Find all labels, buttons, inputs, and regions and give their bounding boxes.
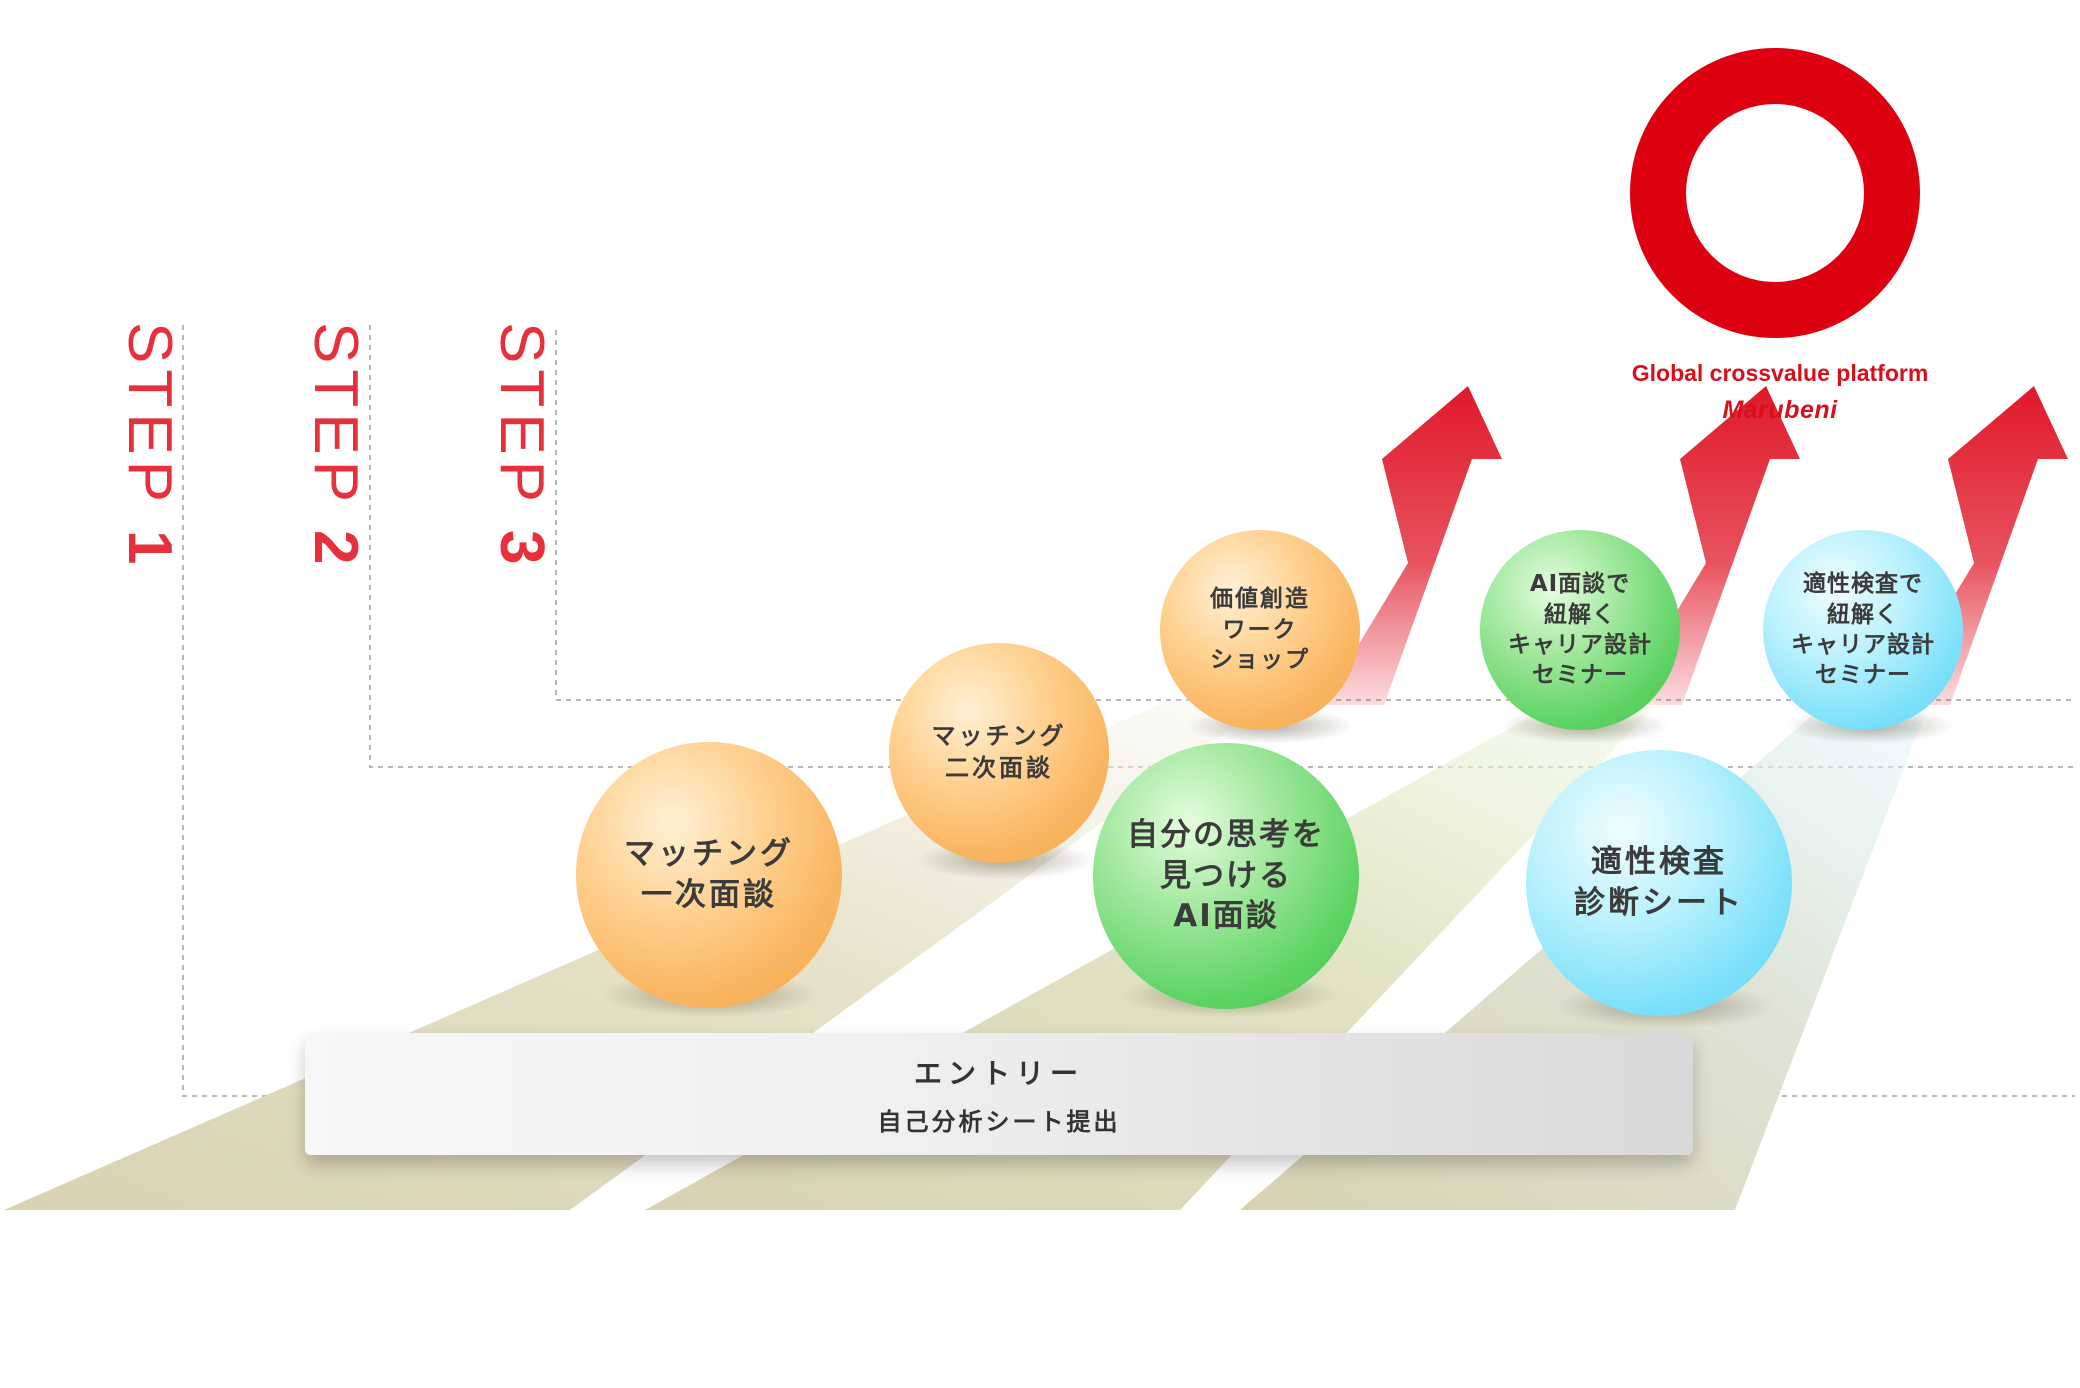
step-1-label: STEP 1 bbox=[115, 322, 184, 571]
step-1-text: STEP bbox=[115, 322, 184, 531]
ball-label: マッチング 二次面談 bbox=[931, 722, 1067, 782]
step-3-number: 3 bbox=[487, 530, 556, 571]
ball-label: 適性検査 診断シート bbox=[1574, 844, 1744, 921]
step-1-number: 1 bbox=[115, 530, 184, 571]
arrow-middle bbox=[1620, 386, 1800, 705]
step-2-label: STEP 2 bbox=[301, 322, 370, 571]
arrow-left bbox=[1322, 386, 1502, 705]
ball-ai-interview: 自分の思考を 見つける AI面談 bbox=[1093, 743, 1359, 1009]
ball-label: マッチング 一次面談 bbox=[624, 836, 794, 913]
entry-bar: エントリー 自己分析シート提出 bbox=[305, 1033, 1693, 1155]
ball-aptitude-career-seminar: 適性検査で 紐解く キャリア設計 セミナー bbox=[1763, 530, 1963, 730]
arrow-right bbox=[1888, 386, 2068, 705]
step-2-number: 2 bbox=[301, 530, 370, 571]
ball-matching-second-interview: マッチング 二次面談 bbox=[889, 643, 1109, 863]
logo-wordmark: Marubeni bbox=[1722, 396, 1838, 424]
ball-value-creation-workshop: 価値創造 ワーク ショップ bbox=[1160, 530, 1360, 730]
ball-aptitude-test: 適性検査 診断シート bbox=[1526, 750, 1792, 1016]
ball-ai-career-seminar: AI面談で 紐解く キャリア設計 セミナー bbox=[1480, 530, 1680, 730]
ball-matching-first-interview: マッチング 一次面談 bbox=[576, 742, 842, 1008]
step2-guide bbox=[369, 325, 2075, 768]
entry-title: エントリー bbox=[913, 1056, 1084, 1090]
logo-ring-icon bbox=[1630, 48, 1920, 338]
entry-subtitle: 自己分析シート提出 bbox=[877, 1107, 1121, 1136]
ball-label: 適性検査で 紐解く キャリア設計 セミナー bbox=[1791, 571, 1935, 689]
step-3-label: STEP 3 bbox=[487, 322, 556, 571]
ball-label: 価値創造 ワーク ショップ bbox=[1210, 586, 1310, 674]
logo-tagline: Global crossvalue platform bbox=[1631, 360, 1929, 386]
ball-label: 自分の思考を 見つける AI面談 bbox=[1127, 816, 1325, 935]
growth-arrows bbox=[1322, 386, 2068, 705]
step-3-text: STEP bbox=[487, 322, 556, 531]
ball-label: AI面談で 紐解く キャリア設計 セミナー bbox=[1508, 571, 1652, 689]
step-2-text: STEP bbox=[301, 322, 370, 531]
